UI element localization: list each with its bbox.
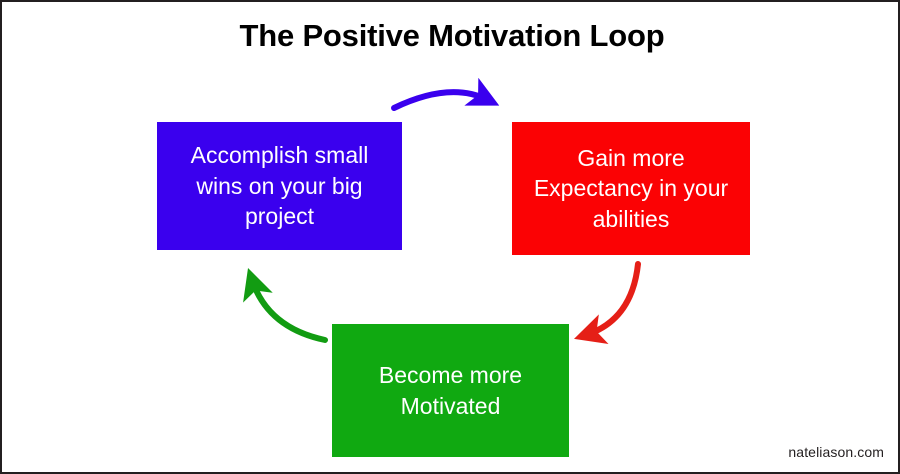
arrow-expectancy-to-motivated (574, 261, 641, 345)
node-motivated-label: Become more Motivated (378, 362, 523, 419)
node-accomplish-small-wins[interactable]: Accomplish small wins on your big projec… (157, 122, 402, 250)
watermark-attribution: nateliason.com (788, 444, 884, 460)
node-accomplish-label: Accomplish small wins on your big projec… (190, 142, 369, 230)
arrow-motivated-to-accomplish (243, 268, 328, 343)
arrow-accomplish-to-expectancy (391, 77, 500, 111)
node-become-motivated[interactable]: Become more Motivated (332, 324, 569, 457)
page-title: The Positive Motivation Loop (239, 18, 665, 53)
node-expectancy-label: Gain more Expectancy in your abilities (533, 144, 729, 232)
node-gain-expectancy[interactable]: Gain more Expectancy in your abilities (512, 122, 750, 255)
